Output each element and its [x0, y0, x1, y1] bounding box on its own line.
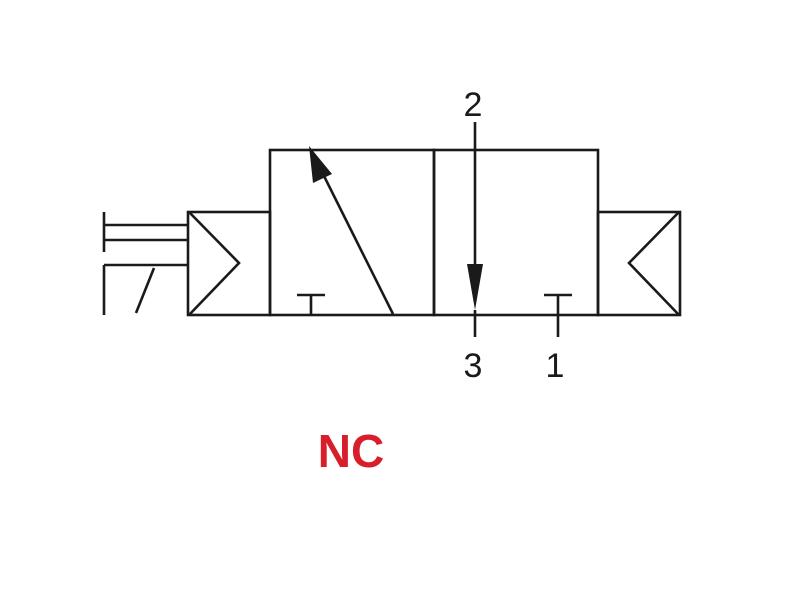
flow-arrow-down-head: [467, 264, 483, 310]
flow-arrow-head: [309, 146, 332, 183]
port-label-2: 2: [464, 86, 483, 124]
valve-position-left: [268, 146, 436, 317]
valve-position-right: [432, 122, 600, 337]
manual-override: [102, 212, 188, 315]
flow-arrow-diagonal: [315, 161, 395, 315]
left-solenoid-actuator: [186, 210, 272, 317]
right-return-actuator: [596, 210, 682, 317]
normally-closed-caption: NC: [318, 425, 384, 477]
port-label-1: 1: [546, 347, 565, 385]
port-label-3: 3: [464, 347, 483, 385]
